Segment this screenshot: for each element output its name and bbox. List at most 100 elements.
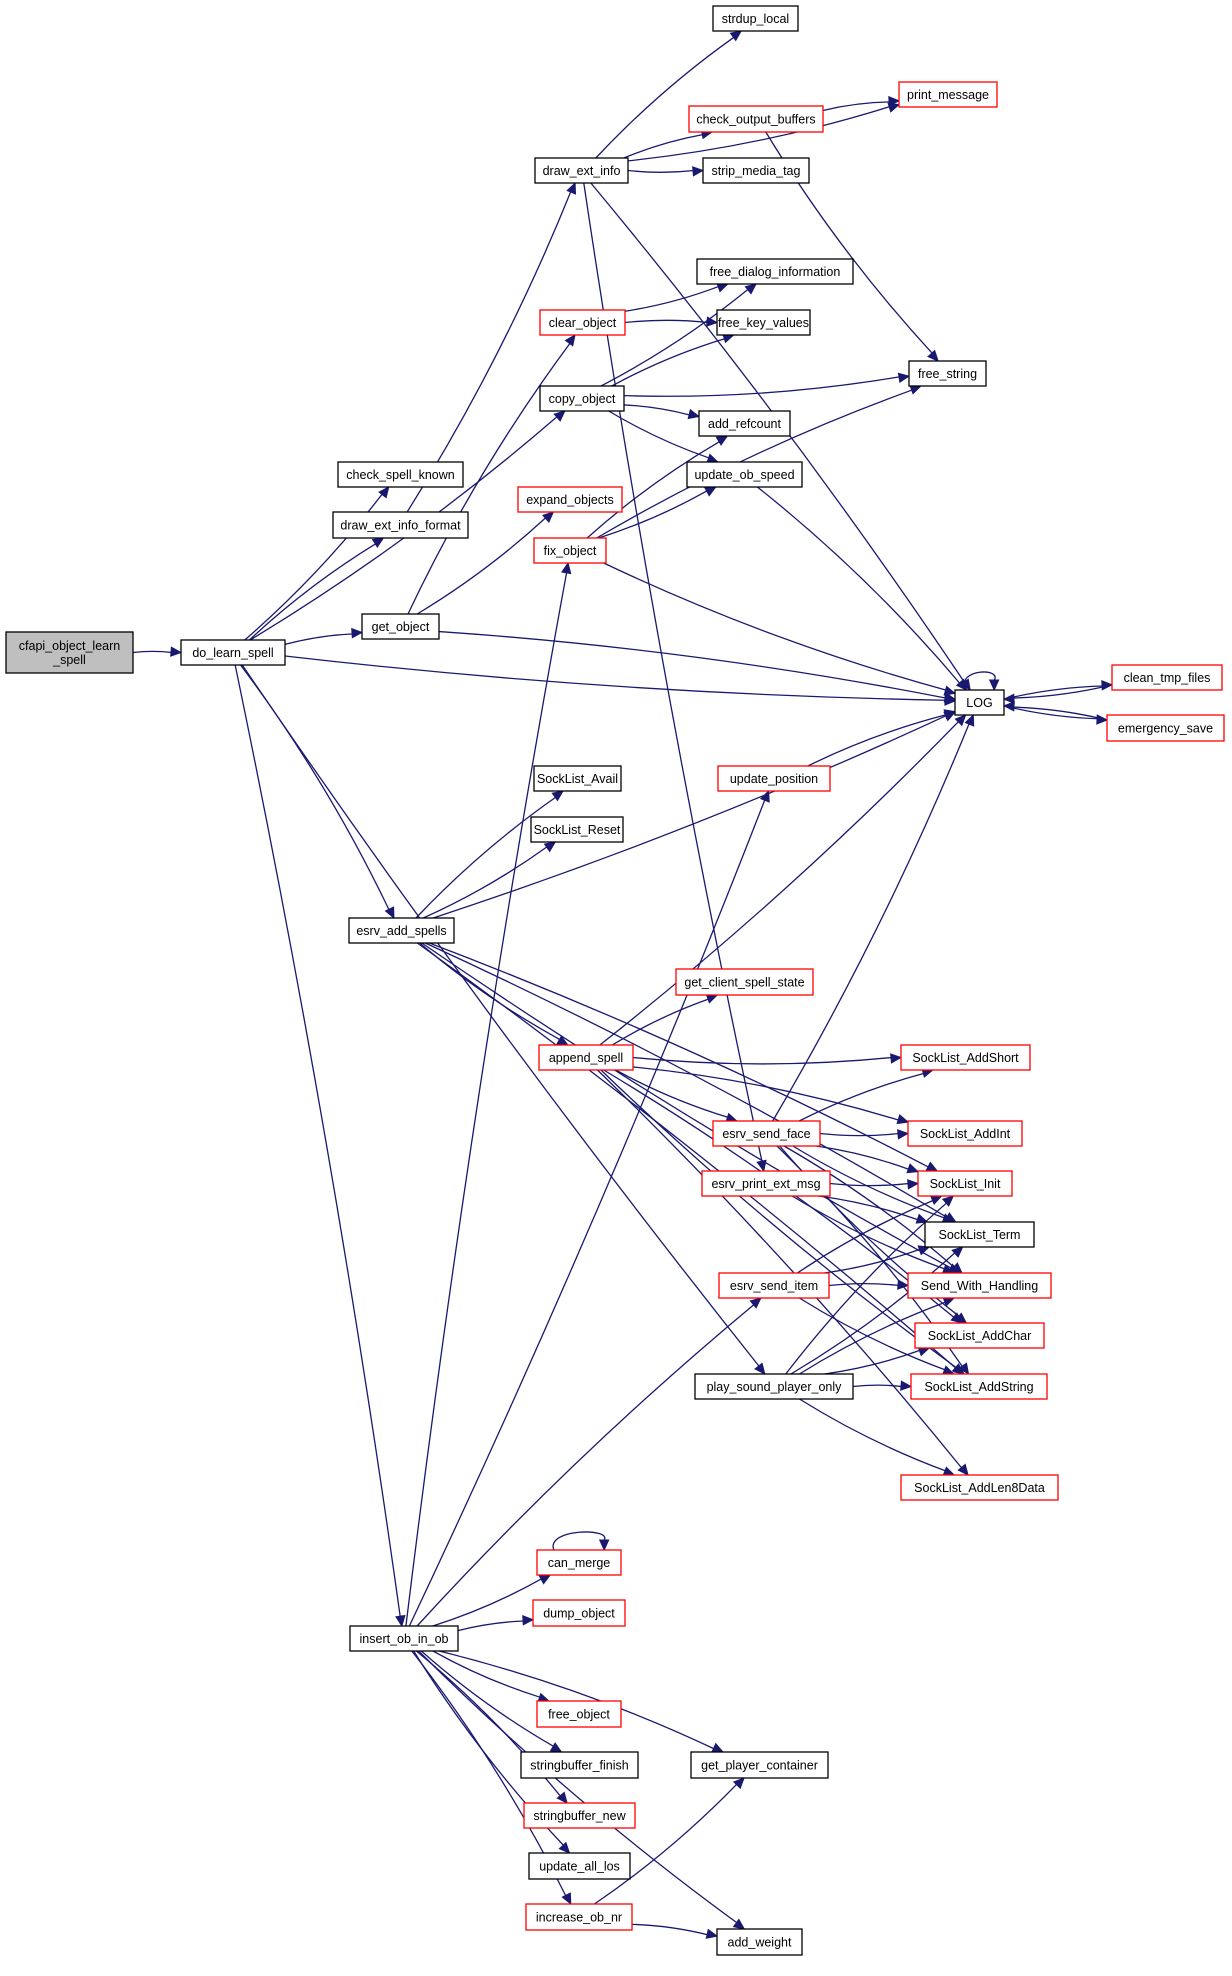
node-esrv-add-spells[interactable]: esrv_add_spells xyxy=(348,917,455,944)
node-increase-ob-nr[interactable]: increase_ob_nr xyxy=(525,1903,633,1931)
arrow-head xyxy=(705,1928,719,1939)
edge-line xyxy=(790,1251,956,1375)
node-clean-tmp-files[interactable]: clean_tmp_files xyxy=(1111,664,1223,691)
node-label: emergency_save xyxy=(1118,722,1213,736)
edge-draw-ext-info-to-strip-media-tag xyxy=(627,166,705,177)
edge-line xyxy=(627,105,891,162)
node-check-spell-known[interactable]: check_spell_known xyxy=(337,461,464,488)
node-print-message[interactable]: print_message xyxy=(898,81,998,108)
node-insert-ob-in-ob[interactable]: insert_ob_in_ob xyxy=(349,1625,459,1652)
node-label: strip_media_tag xyxy=(712,164,801,178)
edge-line xyxy=(783,1145,956,1269)
node-get-object[interactable]: get_object xyxy=(361,613,440,640)
node-label: clean_tmp_files xyxy=(1124,671,1211,685)
node-check-output-buffers[interactable]: check_output_buffers xyxy=(688,105,824,133)
node-socklist-init[interactable]: SockList_Init xyxy=(917,1170,1013,1197)
node-update-position[interactable]: update_position xyxy=(717,765,831,792)
node-get-player-container[interactable]: get_player_container xyxy=(690,1751,829,1779)
edge-clear-object-to-free-key-values xyxy=(624,316,719,327)
node-box xyxy=(332,511,469,539)
node-box xyxy=(536,1700,622,1728)
arrow-head xyxy=(566,181,577,195)
edge-update-ob-speed-to-log xyxy=(756,486,968,691)
arrow-head xyxy=(749,1297,762,1309)
arrow-head xyxy=(564,334,576,347)
node-append-spell[interactable]: append_spell xyxy=(538,1044,634,1071)
node-add-weight[interactable]: add_weight xyxy=(716,1928,803,1956)
node-do-learn-spell[interactable]: do_learn_spell xyxy=(180,639,286,666)
arrow-head xyxy=(692,166,705,177)
node-box xyxy=(534,157,629,184)
node-socklist-avail[interactable]: SockList_Avail xyxy=(533,765,622,792)
node-log[interactable]: LOG xyxy=(954,689,1005,716)
arrow-head xyxy=(170,646,183,657)
node-free-object[interactable]: free_object xyxy=(536,1700,622,1728)
node-can-merge[interactable]: can_merge xyxy=(536,1549,622,1576)
edge-increase-ob-nr-to-add-weight xyxy=(631,1923,719,1939)
arrow-head xyxy=(732,1918,746,1930)
arrow-head xyxy=(896,1114,910,1125)
arrow-head xyxy=(925,1161,939,1172)
edge-increase-ob-nr-to-get-player-container xyxy=(594,1777,745,1905)
node-send-with-handling[interactable]: Send_With_Handling xyxy=(907,1272,1052,1299)
arrow-head xyxy=(759,789,770,803)
node-play-sound-player-only[interactable]: play_sound_player_only xyxy=(694,1373,854,1400)
node-free-key-values[interactable]: free_key_values xyxy=(716,309,811,336)
node-stringbuffer-finish[interactable]: stringbuffer_finish xyxy=(520,1751,639,1779)
arrow-head xyxy=(915,1213,929,1224)
arrow-head xyxy=(951,1246,964,1258)
edge-esrv-send-face-to-log xyxy=(772,713,975,1122)
edge-line xyxy=(596,1069,963,1469)
node-update-ob-speed[interactable]: update_ob_speed xyxy=(686,461,803,488)
arrow-head xyxy=(954,714,967,727)
node-expand-objects[interactable]: expand_objects xyxy=(517,486,623,513)
edge-esrv-send-face-to-socklist-init xyxy=(816,1145,920,1174)
arrow-head xyxy=(378,486,390,499)
edge-insert-ob-in-ob-to-fix-object xyxy=(405,561,572,1627)
node-free-dialog-information[interactable]: free_dialog_information xyxy=(696,258,854,285)
node-copy-object[interactable]: copy_object xyxy=(539,385,625,412)
node-stringbuffer-new[interactable]: stringbuffer_new xyxy=(523,1802,636,1829)
node-socklist-addstring[interactable]: SockList_AddString xyxy=(910,1373,1048,1400)
edge-get-object-to-expand-objects xyxy=(416,511,555,615)
edge-do-learn-spell-to-get-object xyxy=(284,627,364,646)
node-esrv-print-ext-msg[interactable]: esrv_print_ext_msg xyxy=(701,1170,831,1197)
node-label: esrv_add_spells xyxy=(356,924,446,938)
arrow-head xyxy=(598,1539,610,1552)
node-label: stringbuffer_new xyxy=(533,1809,626,1823)
arrow-head xyxy=(1002,693,1015,705)
node-label: free_string xyxy=(918,367,977,381)
arrow-head xyxy=(957,1463,969,1476)
node-free-string[interactable]: free_string xyxy=(908,360,987,387)
edge-line xyxy=(586,440,721,539)
node-box xyxy=(530,816,624,843)
edge-line xyxy=(799,1297,946,1371)
node-strdup-local[interactable]: strdup_local xyxy=(712,5,799,32)
node-label: esrv_print_ext_msg xyxy=(711,1177,820,1191)
node-add-refcount[interactable]: add_refcount xyxy=(698,410,791,437)
node-socklist-addshort[interactable]: SockList_AddShort xyxy=(900,1044,1031,1071)
node-strip-media-tag[interactable]: strip_media_tag xyxy=(702,157,810,184)
node-update-all-los[interactable]: update_all_los xyxy=(528,1852,631,1880)
arrow-head xyxy=(549,1742,563,1753)
node-esrv-send-item[interactable]: esrv_send_item xyxy=(718,1272,830,1299)
node-socklist-addint[interactable]: SockList_AddInt xyxy=(907,1120,1023,1147)
node-fix-object[interactable]: fix_object xyxy=(533,537,607,564)
edge-line xyxy=(416,516,547,615)
node-socklist-reset[interactable]: SockList_Reset xyxy=(530,816,624,843)
arrow-head xyxy=(888,95,901,107)
node-clear-object[interactable]: clear_object xyxy=(539,309,626,336)
node-emergency-save[interactable]: emergency_save xyxy=(1106,714,1225,742)
node-get-client-spell-state[interactable]: get_client_spell_state xyxy=(675,968,814,996)
node-box xyxy=(349,1625,459,1652)
node-dump-object[interactable]: dump_object xyxy=(532,1599,626,1627)
node-cfapi-object-learn-spell[interactable]: cfapi_object_learn_spell xyxy=(5,631,134,674)
edge-line xyxy=(611,998,710,1046)
node-socklist-addchar[interactable]: SockList_AddChar xyxy=(914,1322,1045,1349)
node-esrv-send-face[interactable]: esrv_send_face xyxy=(712,1120,821,1147)
node-draw-ext-info[interactable]: draw_ext_info xyxy=(534,157,629,184)
edge-line xyxy=(852,1384,903,1388)
node-socklist-term[interactable]: SockList_Term xyxy=(924,1221,1035,1248)
node-socklist-addlen8data[interactable]: SockList_AddLen8Data xyxy=(900,1474,1059,1501)
node-draw-ext-info-format[interactable]: draw_ext_info_format xyxy=(332,511,469,539)
